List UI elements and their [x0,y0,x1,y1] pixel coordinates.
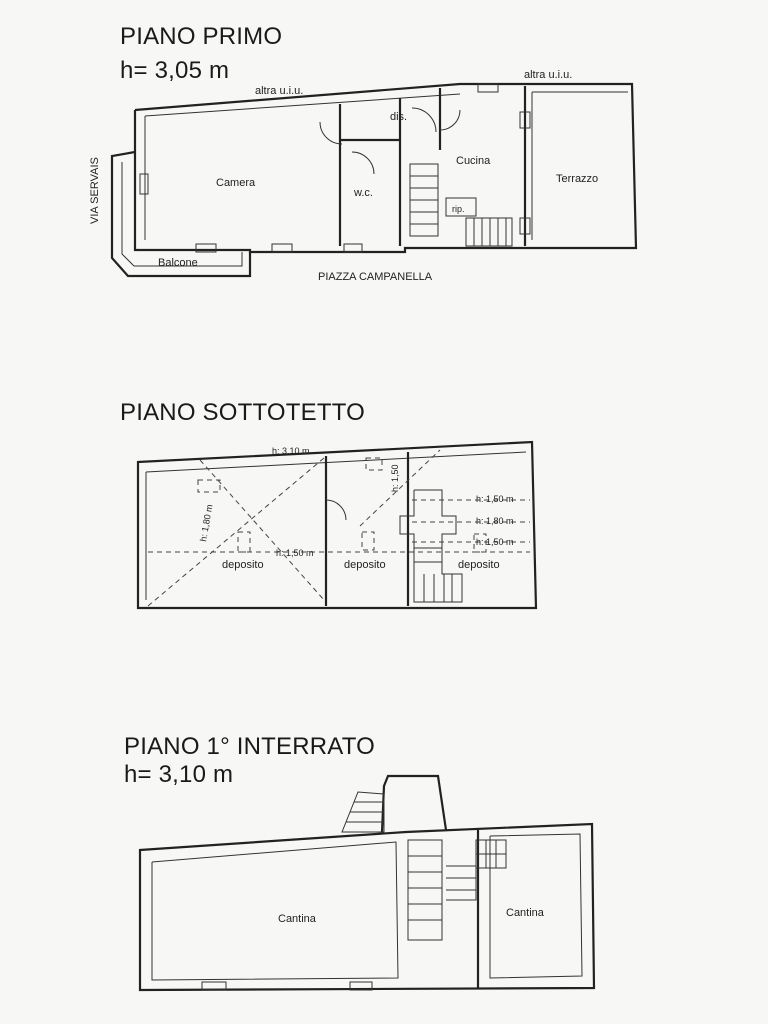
interrato-stair-tower [380,774,448,833]
label-wc: w.c. [353,187,373,199]
piano-interrato-title: PIANO 1° INTERRATO [124,733,376,760]
label-dis: dis. [390,111,407,123]
balcone-outline [110,150,252,278]
primo-windows [139,83,531,253]
plan-piano-sottotetto: h: 3,10 m h: 1,80 m h: 1,50 m h: 1,50 h:… [136,440,538,610]
door-swing-camera [319,121,343,145]
piano-sottotetto-title: PIANO SOTTOTETTO [120,399,366,426]
label-h150-right-2: h: 1,50 m [476,537,514,547]
sottotetto-outer-wall [136,440,538,610]
label-deposito-1: deposito [222,559,264,571]
plan-piano-interrato: Cantina Cantina [138,774,596,992]
label-h180-left: h: 1,80 m [198,504,214,543]
label-h150-mid: h: 1,50 m [276,548,314,558]
label-h150-vertical: h: 1,50 [390,464,400,492]
primo-outer-wall [133,82,638,254]
sottotetto-inner-top [145,451,527,473]
piano-interrato-height: h= 3,10 m [124,761,234,788]
door-swing-wc [351,151,375,175]
piano-primo-title: PIANO PRIMO [120,23,283,50]
label-h150-right-1: h: 1,50 m [476,494,514,504]
label-deposito-2: deposito [344,559,386,571]
label-h310: h: 3,10 m [272,446,310,456]
cantina-2-inner [489,833,583,979]
ripostiglio [445,197,477,217]
label-rip: rip. [452,204,465,214]
label-cucina: Cucina [456,155,491,167]
primo-stairs [409,163,513,247]
label-camera: Camera [216,177,256,189]
label-piazza-campanella: PIAZZA CAMPANELLA [318,271,433,283]
door-swing-dis [411,107,437,133]
label-h180-right: h: 1,80 m [476,516,514,526]
piano-primo-height: h= 3,05 m [120,57,230,84]
label-terrazzo: Terrazzo [556,173,598,185]
label-balcone: Balcone [158,257,198,269]
label-cantina-1: Cantina [278,913,317,925]
interrato-outer-wall [138,822,596,992]
label-deposito-3: deposito [458,559,500,571]
sottotetto-skylights [197,457,487,553]
balcone-inner [121,162,243,267]
interrato-stairs [341,791,507,941]
cantina-1-inner [151,841,399,981]
interrato-windows [201,981,373,991]
plan-piano-primo: altra u.i.u. altra u.i.u. VIA SERVAIS PI… [89,69,638,283]
door-swing-cucina [439,109,461,131]
label-altra-uiu-2: altra u.i.u. [524,69,572,81]
label-cantina-2: Cantina [506,907,545,919]
label-via-servais: VIA SERVAIS [89,157,101,224]
slope-line-2 [199,459,325,601]
sottotetto-door-swing [325,499,347,521]
slope-line-1 [147,457,325,607]
sottotetto-stairs [399,489,463,603]
primo-inner-wall-top [144,93,461,117]
label-altra-uiu-1: altra u.i.u. [255,85,303,97]
slope-line-3 [359,449,441,527]
